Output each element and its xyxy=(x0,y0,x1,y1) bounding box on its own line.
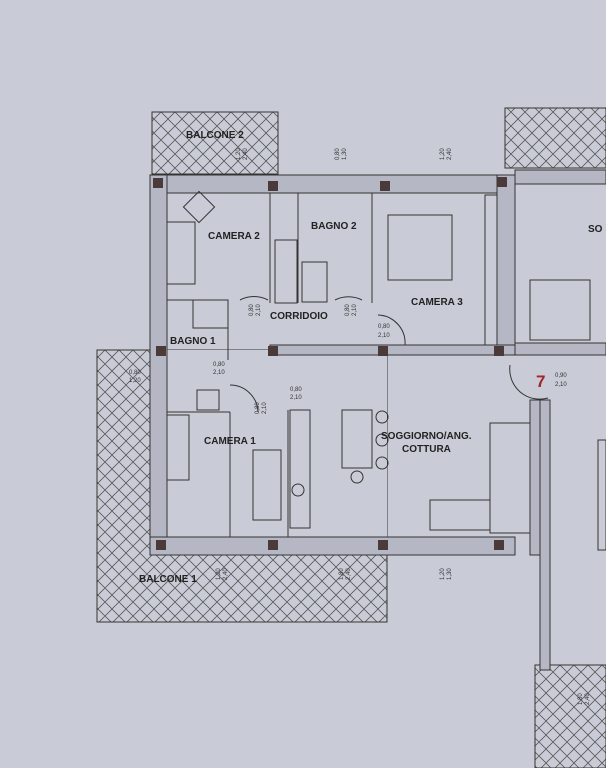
label-soggiorno-2: COTTURA xyxy=(402,444,451,455)
label-bagno-1: BAGNO 1 xyxy=(170,336,216,347)
dim-door-entrance-b: 2,10 xyxy=(555,382,567,388)
label-camera-1: CAMERA 1 xyxy=(204,436,256,447)
dim-door-soggiorno-b: 2,10 xyxy=(290,395,302,401)
dim-win-camera3-a: 1,20 xyxy=(440,148,446,160)
neighbor-balcone xyxy=(504,107,606,169)
walls xyxy=(149,169,606,671)
label-camera-3: CAMERA 3 xyxy=(411,297,463,308)
label-camera-2: CAMERA 2 xyxy=(208,231,260,242)
label-corridoio: CORRIDOIO xyxy=(270,311,328,322)
dim-door-bagno2-b: 2,10 xyxy=(352,304,358,316)
dim-win-bagno2-a: 0,80 xyxy=(335,148,341,160)
dim-win-soggiorno2-a: 1,20 xyxy=(440,568,446,580)
pillars xyxy=(153,177,507,550)
dim-win-neighbor-b: 2,40 xyxy=(585,693,591,705)
dim-door-bagno1-a: 0,80 xyxy=(213,362,225,368)
dimension-labels: 1,20 2,40 0,80 1,30 1,20 2,40 0,80 2,10 … xyxy=(129,148,591,705)
label-bagno-2: BAGNO 2 xyxy=(311,221,357,232)
unit-number: 7 xyxy=(536,372,545,391)
dim-door-camera1-a: 0,80 xyxy=(255,402,261,414)
balcone-2 xyxy=(151,111,279,175)
label-balcone-1: BALCONE 1 xyxy=(139,574,197,585)
dim-door-soggiorno-a: 0,80 xyxy=(290,387,302,393)
dim-door-camera3-b: 2,10 xyxy=(378,333,390,339)
furniture xyxy=(166,190,606,551)
dim-win-bagno2-b: 1,30 xyxy=(342,148,348,160)
neighbor-balcone-bottom xyxy=(534,664,606,768)
label-balcone-2: BALCONE 2 xyxy=(186,130,244,141)
dim-win-camera1-b: 2,40 xyxy=(223,568,229,580)
dim-win-neighbor-a: 1,80 xyxy=(578,693,584,705)
dim-win-soggiorno2-b: 1,30 xyxy=(447,568,453,580)
dim-door-bagno2-a: 0,80 xyxy=(345,304,351,316)
dim-door-camera2-b: 2,10 xyxy=(256,304,262,316)
dim-win-bagno1-b: 1,20 xyxy=(129,378,141,384)
dim-win-balcone2-b: 2,40 xyxy=(243,148,249,160)
dim-door-entrance-a: 0,90 xyxy=(555,373,567,379)
dim-win-camera1-a: 1,20 xyxy=(216,568,222,580)
label-soggiorno-1: SOGGIORNO/ANG. xyxy=(381,431,472,442)
label-neighbor: SO xyxy=(588,224,603,235)
dim-win-bagno1-a: 0,80 xyxy=(129,370,141,376)
dim-win-balcone2-a: 1,20 xyxy=(236,148,242,160)
dim-door-bagno1-b: 2,10 xyxy=(213,370,225,376)
dim-win-soggiorno1-b: 2,40 xyxy=(346,568,352,580)
dim-door-camera1-b: 2,10 xyxy=(262,402,268,414)
dim-door-camera3-a: 0,80 xyxy=(378,324,390,330)
dim-win-camera3-b: 2,40 xyxy=(447,148,453,160)
dim-win-soggiorno1-a: 1,80 xyxy=(339,568,345,580)
dim-door-camera2-a: 0,80 xyxy=(249,304,255,316)
